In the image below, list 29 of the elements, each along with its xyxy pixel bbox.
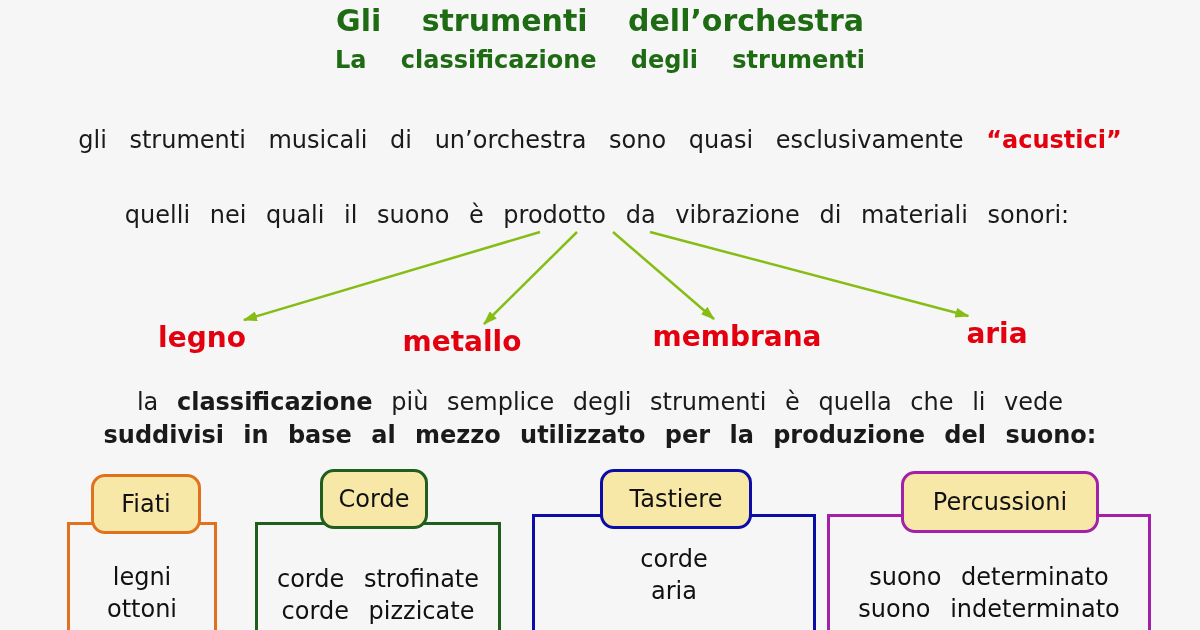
sentence-text: quelli nei quali il suono è prodotto da vibrazione di materiali sonori:	[124, 200, 1070, 230]
instrument-type-text: suono indeterminato	[858, 594, 1120, 625]
arrow	[483, 231, 578, 325]
arrow	[649, 230, 970, 318]
category-panel	[532, 514, 816, 630]
category-panel	[67, 522, 217, 630]
instrument-type-text: suono determinato	[869, 562, 1109, 593]
instrument-type-text: aria	[651, 576, 697, 607]
instrument-type-text: ottoni	[106, 594, 178, 625]
category-heading: Fiati	[91, 474, 201, 534]
category-heading: Corde	[320, 469, 428, 529]
material-word: aria	[966, 316, 1028, 352]
instrument-type-text: legni	[112, 562, 172, 593]
material-word: membrana	[652, 319, 822, 355]
arrow	[242, 230, 541, 322]
instrument-type-text: corde pizzicate	[281, 596, 475, 627]
intro-sentence: gli strumenti musicali di un’orchestra sono quasi esclusivamente “acustici”	[78, 125, 1122, 156]
category-heading: Tastiere	[600, 469, 752, 529]
category-heading: Percussioni	[901, 471, 1099, 533]
title: Gli strumenti dell’orchestra	[336, 2, 864, 40]
classification-paragraph: la classificazione più semplice degli strumenti è quella che li vede suddivisi in base al mezzo utilizzato per la produzione del suono:	[102, 387, 1098, 451]
material-word: metallo	[402, 324, 522, 360]
category-panel	[827, 514, 1151, 630]
category-panel	[255, 522, 501, 630]
arrow	[612, 231, 715, 320]
material-word: legno	[158, 320, 246, 356]
subtitle: La classificazione degli strumenti	[334, 45, 866, 76]
instrument-type-text: corde strofinate	[276, 564, 480, 595]
instrument-type-text: corde	[640, 544, 708, 575]
